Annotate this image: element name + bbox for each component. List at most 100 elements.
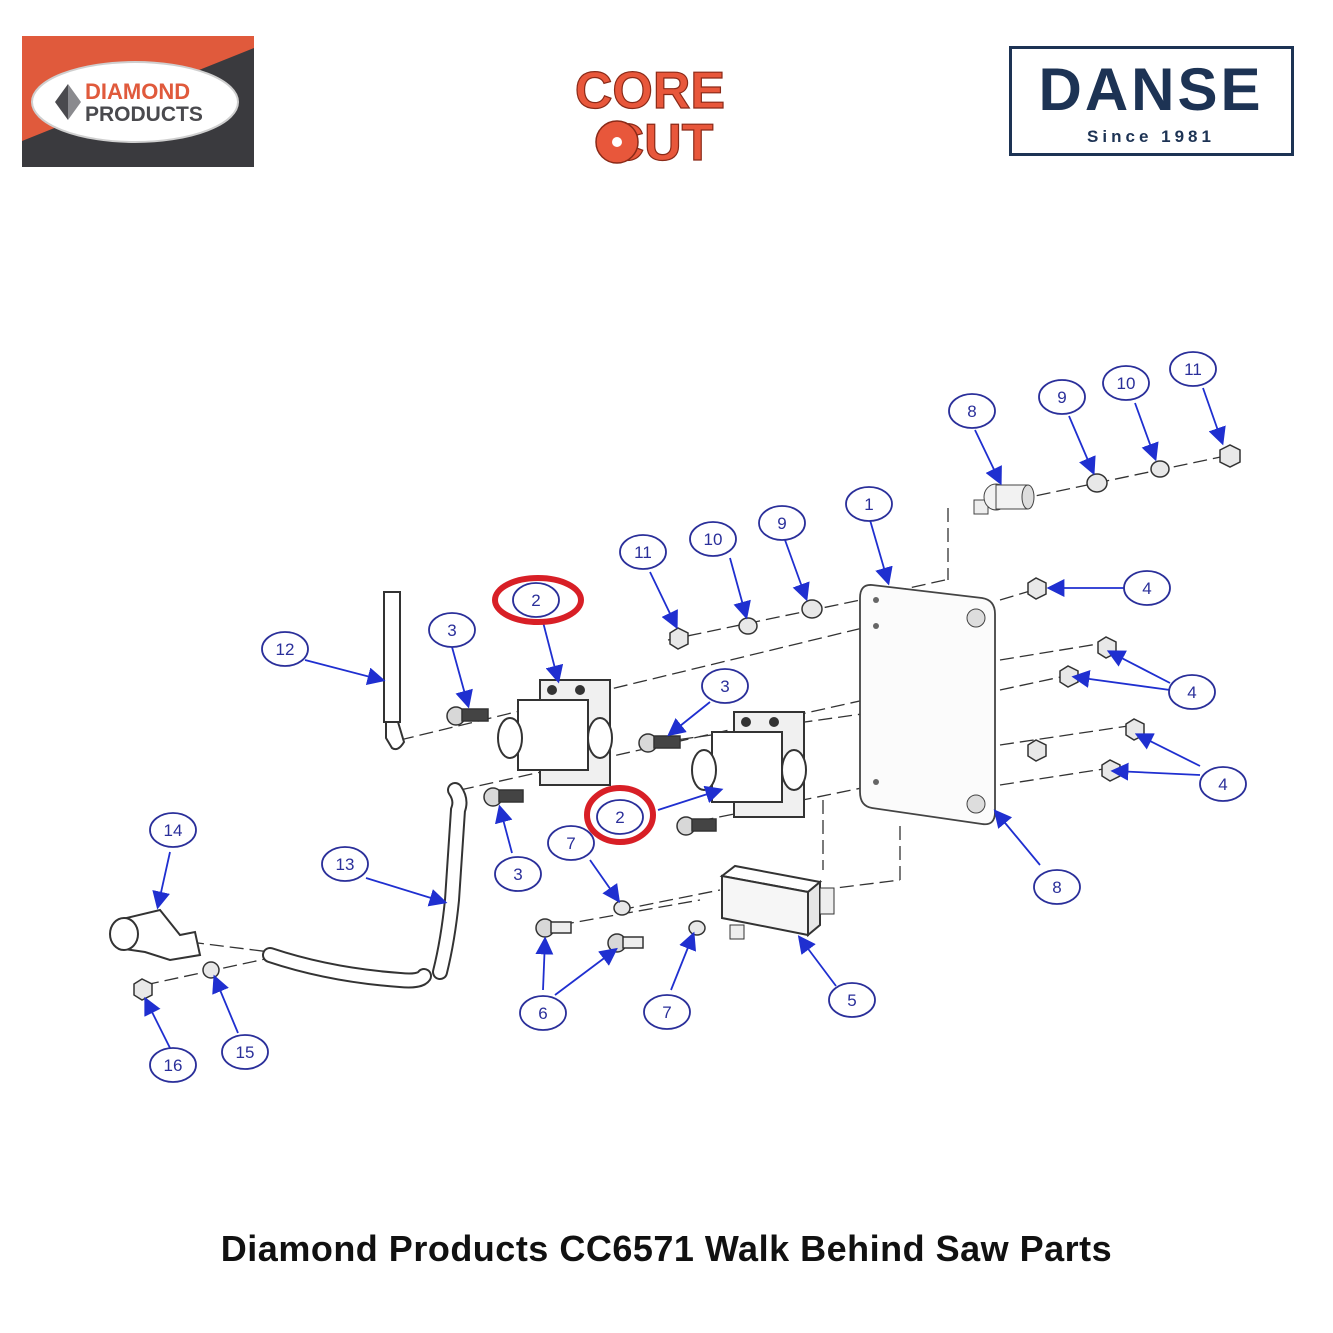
saw-blade-icon <box>595 120 639 164</box>
callout-bubble <box>845 486 893 522</box>
callout-c16: 16 <box>149 1047 197 1083</box>
callout-c2a: 2 <box>512 582 560 618</box>
callout-label: 11 <box>634 543 652 562</box>
danse-tagline: Since 1981 <box>1087 127 1215 146</box>
callout-c10a: 10 <box>1102 365 1150 401</box>
callout-c7a: 7 <box>547 825 595 861</box>
callout-label: 9 <box>777 514 786 533</box>
callout-bubble <box>1168 674 1216 710</box>
callout-bubble <box>321 846 369 882</box>
highlight-rings <box>492 575 656 845</box>
callout-c2b: 2 <box>596 799 644 835</box>
callout-bubble <box>1102 365 1150 401</box>
danse-logo: DANSE Since 1981 <box>1009 46 1294 156</box>
callout-c11a: 11 <box>1169 351 1217 387</box>
callout-c8b: 8 <box>1033 869 1081 905</box>
circuit-breaker-right <box>691 711 807 818</box>
callout-c1: 1 <box>845 486 893 522</box>
callout-bubble <box>149 812 197 848</box>
callout-bubble <box>1033 869 1081 905</box>
callout-label: 3 <box>720 677 729 696</box>
callout-c11b: 11 <box>619 534 667 570</box>
cable-13 <box>432 782 468 980</box>
callout-label: 15 <box>236 1043 255 1062</box>
callout-label: 12 <box>276 640 295 659</box>
page-title: Diamond Products CC6571 Walk Behind Saw … <box>220 1228 1113 1269</box>
callout-c5: 5 <box>828 982 876 1018</box>
callout-c3b: 3 <box>701 668 749 704</box>
logo-line1: DIAMOND <box>85 79 190 104</box>
callout-label: 2 <box>531 591 540 610</box>
callout-label: 2 <box>615 808 624 827</box>
callout-label: 14 <box>164 821 183 840</box>
callout-label: 11 <box>1184 360 1202 379</box>
callout-label: 8 <box>967 402 976 421</box>
callout-bubble <box>619 534 667 570</box>
callout-label: 7 <box>662 1003 671 1022</box>
callout-bubble <box>948 393 996 429</box>
callout-c4a: 4 <box>1123 570 1171 606</box>
callout-c13: 13 <box>321 846 369 882</box>
callout-bubble <box>758 505 806 541</box>
callout-c7b: 7 <box>643 994 691 1030</box>
callout-bubble <box>261 631 309 667</box>
callout-c6: 6 <box>519 995 567 1031</box>
callout-label: 16 <box>164 1056 183 1075</box>
callout-c9a: 9 <box>1038 379 1086 415</box>
callout-c4c: 4 <box>1199 766 1247 802</box>
callout-label: 4 <box>1142 579 1151 598</box>
callout-bubble <box>1169 351 1217 387</box>
callout-label: 9 <box>1057 388 1066 407</box>
callout-label: 10 <box>704 530 723 549</box>
circuit-breaker-left <box>497 679 613 786</box>
callout-bubble <box>512 582 560 618</box>
danse-logo-border <box>1009 46 1294 156</box>
callout-bubble <box>596 799 644 835</box>
callout-c14: 14 <box>149 812 197 848</box>
callout-bubble <box>221 1034 269 1070</box>
danse-name: DANSE <box>1038 56 1263 123</box>
mounting-plate <box>859 584 996 826</box>
stud-part <box>973 483 1035 515</box>
highlight-ring-upper <box>492 575 584 625</box>
callout-arrows <box>144 387 1226 1049</box>
callout-c4b: 4 <box>1168 674 1216 710</box>
cable-boot-14 <box>109 908 432 989</box>
diamond-mark-icon <box>55 84 81 120</box>
fasteners <box>133 444 1241 1001</box>
callout-c3a: 3 <box>428 612 476 648</box>
callout-label: 10 <box>1117 374 1136 393</box>
cable-12 <box>383 591 406 751</box>
callout-label: 8 <box>1052 878 1061 897</box>
callout-label: 3 <box>513 865 522 884</box>
logo-line2: PRODUCTS <box>85 103 203 126</box>
callout-bubble <box>828 982 876 1018</box>
callout-bubble <box>1123 570 1171 606</box>
callout-label: 1 <box>864 495 873 514</box>
callout-label: 5 <box>847 991 856 1010</box>
callout-bubble <box>689 521 737 557</box>
callout-label: 3 <box>447 621 456 640</box>
diamond-products-logo: DIAMOND PRODUCTS <box>22 36 254 167</box>
callout-label: 4 <box>1187 683 1196 702</box>
core-cut-line1: CORE <box>575 62 725 120</box>
callout-bubble <box>494 856 542 892</box>
callout-bubble <box>547 825 595 861</box>
logo-white-oval <box>31 61 239 143</box>
callout-label: 6 <box>538 1004 547 1023</box>
callout-bubble <box>1199 766 1247 802</box>
highlight-ring-lower <box>584 785 656 845</box>
callout-c10b: 10 <box>689 521 737 557</box>
callout-label: 13 <box>336 855 355 874</box>
core-cut-logo: CORE CUT <box>574 61 725 168</box>
callout-c12: 12 <box>261 631 309 667</box>
relay-part <box>719 864 835 940</box>
callout-bubble <box>643 994 691 1030</box>
callout-c15: 15 <box>221 1034 269 1070</box>
callout-bubble <box>701 668 749 704</box>
callout-bubble <box>149 1047 197 1083</box>
bolts <box>446 706 717 953</box>
callout-label: 4 <box>1218 775 1227 794</box>
